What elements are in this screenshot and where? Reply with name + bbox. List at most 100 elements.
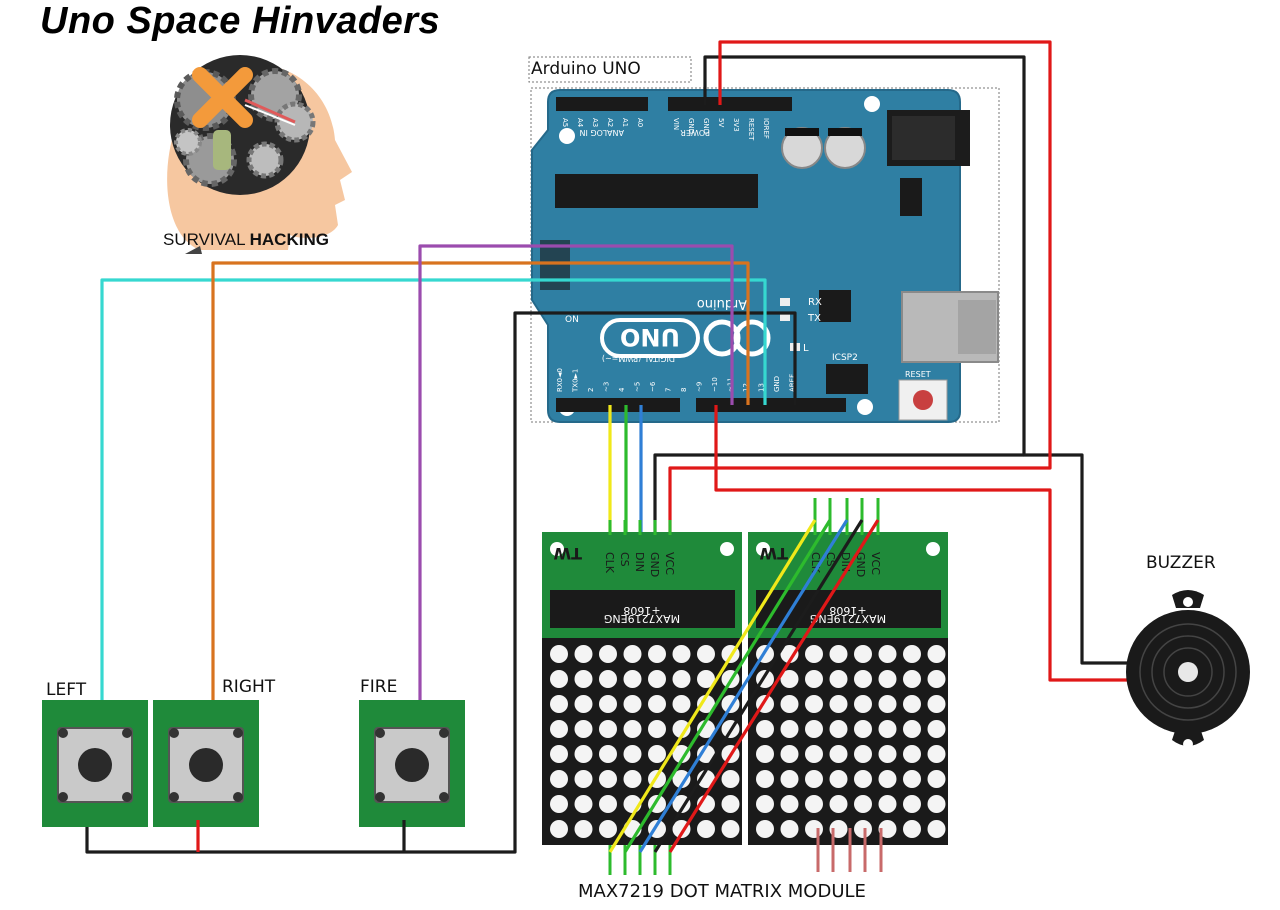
- digital-pin-label: RX0◄0: [556, 368, 564, 392]
- digital-pin-label: ~5: [634, 382, 642, 392]
- matrix-led: [854, 695, 872, 713]
- matrix-led: [780, 770, 799, 788]
- matrix-led: [903, 820, 921, 838]
- matrix-led: [599, 670, 617, 688]
- matrix-led: [780, 645, 799, 663]
- matrix-led: [927, 745, 946, 763]
- matrix-led: [805, 770, 823, 788]
- matrix-pin-label: CLK: [603, 552, 616, 574]
- matrix-led: [927, 770, 946, 788]
- matrix-led: [805, 720, 823, 738]
- matrix-led: [550, 745, 568, 763]
- brand-mark-left: TW: [553, 544, 582, 563]
- matrix-led: [903, 770, 921, 788]
- uno-logo-text: UNO: [620, 323, 680, 351]
- matrix-led: [623, 770, 642, 788]
- matrix-led: [697, 720, 715, 738]
- wire-buzzer-signal: [714, 405, 1128, 682]
- matrix-led: [599, 645, 617, 663]
- matrix-led: [829, 720, 848, 738]
- chip-text-left: MAX7219ENG: [604, 612, 680, 625]
- matrix-pin-label: GND: [854, 552, 867, 577]
- rx-label: RX: [808, 297, 822, 308]
- svg-text:SURVIVAL HACKING: SURVIVAL HACKING: [163, 230, 329, 249]
- matrix-pin-label: CLK: [809, 552, 822, 574]
- reset-label: RESET: [905, 370, 931, 379]
- matrix-led: [829, 645, 848, 663]
- matrix-led: [756, 770, 774, 788]
- matrix-led: [697, 745, 715, 763]
- matrix-led: [829, 770, 848, 788]
- matrix-led: [780, 670, 799, 688]
- button-left[interactable]: LEFT: [42, 680, 148, 827]
- wire-left-button: [100, 278, 767, 705]
- wire-gnd-matrix: [653, 453, 1024, 532]
- power-pin-label: RESET: [747, 118, 755, 141]
- analog-pin-label: A2: [606, 118, 614, 127]
- arduino-label-box: [528, 56, 692, 83]
- matrix-led: [550, 795, 568, 813]
- matrix-led: [648, 720, 666, 738]
- matrix-led: [756, 720, 774, 738]
- matrix-led: [574, 695, 593, 713]
- matrix-pin-label: GND: [648, 552, 661, 577]
- uno-logo: UNO Arduino: [600, 296, 771, 358]
- matrix-led: [623, 670, 642, 688]
- matrix-led: [574, 795, 593, 813]
- matrix-led: [672, 745, 691, 763]
- matrix-led: [623, 720, 642, 738]
- matrix-led: [672, 720, 691, 738]
- button-ground-wire: [196, 820, 406, 852]
- logo-text-regular: SURVIVAL: [163, 230, 250, 249]
- matrix-led: [927, 795, 946, 813]
- matrix-led: [721, 795, 740, 813]
- matrix-led: [574, 670, 593, 688]
- matrix-led: [927, 820, 946, 838]
- brand-mark-right: TW: [759, 544, 788, 563]
- matrix-led: [927, 720, 946, 738]
- matrix-led: [878, 770, 897, 788]
- matrix-led: [878, 745, 897, 763]
- matrix-led: [829, 795, 848, 813]
- matrix-led: [903, 670, 921, 688]
- digital-pin-label: 7: [665, 388, 673, 392]
- matrix-led: [854, 720, 872, 738]
- analog-pin-label: A0: [636, 118, 644, 127]
- on-label: ON: [565, 315, 579, 325]
- page-title: Uno Space Hinvaders: [40, 0, 441, 42]
- digital-pin-label: TX0►1: [572, 369, 580, 393]
- matrix-led: [805, 795, 823, 813]
- matrix-led: [672, 695, 691, 713]
- power-title: POWER: [680, 128, 710, 137]
- matrix-led: [550, 720, 568, 738]
- digital-pin-label: 12: [742, 383, 750, 392]
- button-fire[interactable]: FIRE: [359, 677, 465, 827]
- matrix-led: [878, 670, 897, 688]
- matrix-led: [648, 670, 666, 688]
- power-pin-label: VIN: [672, 118, 680, 130]
- icsp-label: ICSP2: [832, 353, 858, 363]
- matrix-led: [623, 695, 642, 713]
- arduino-label: Arduino UNO: [531, 59, 641, 79]
- power-pin-label: 5V: [717, 118, 725, 127]
- matrix-led: [697, 820, 715, 838]
- matrix-pin-label: VCC: [663, 552, 676, 575]
- matrix-led: [756, 795, 774, 813]
- matrix-led: [550, 695, 568, 713]
- matrix-led: [599, 820, 617, 838]
- matrix-led: [805, 820, 823, 838]
- matrix-led: [903, 795, 921, 813]
- matrix-led: [599, 695, 617, 713]
- chip-sub-right: +1608: [829, 604, 866, 617]
- button-fire-label: FIRE: [360, 677, 397, 697]
- matrix-led: [574, 745, 593, 763]
- arduino-brand-text: Arduino: [697, 296, 747, 311]
- digital-pin-label: 4: [618, 387, 626, 392]
- buzzer-label: BUZZER: [1146, 553, 1216, 573]
- matrix-led: [854, 770, 872, 788]
- matrix-led: [805, 645, 823, 663]
- button-right[interactable]: RIGHT: [153, 677, 276, 827]
- matrix-led: [599, 720, 617, 738]
- matrix-led: [805, 670, 823, 688]
